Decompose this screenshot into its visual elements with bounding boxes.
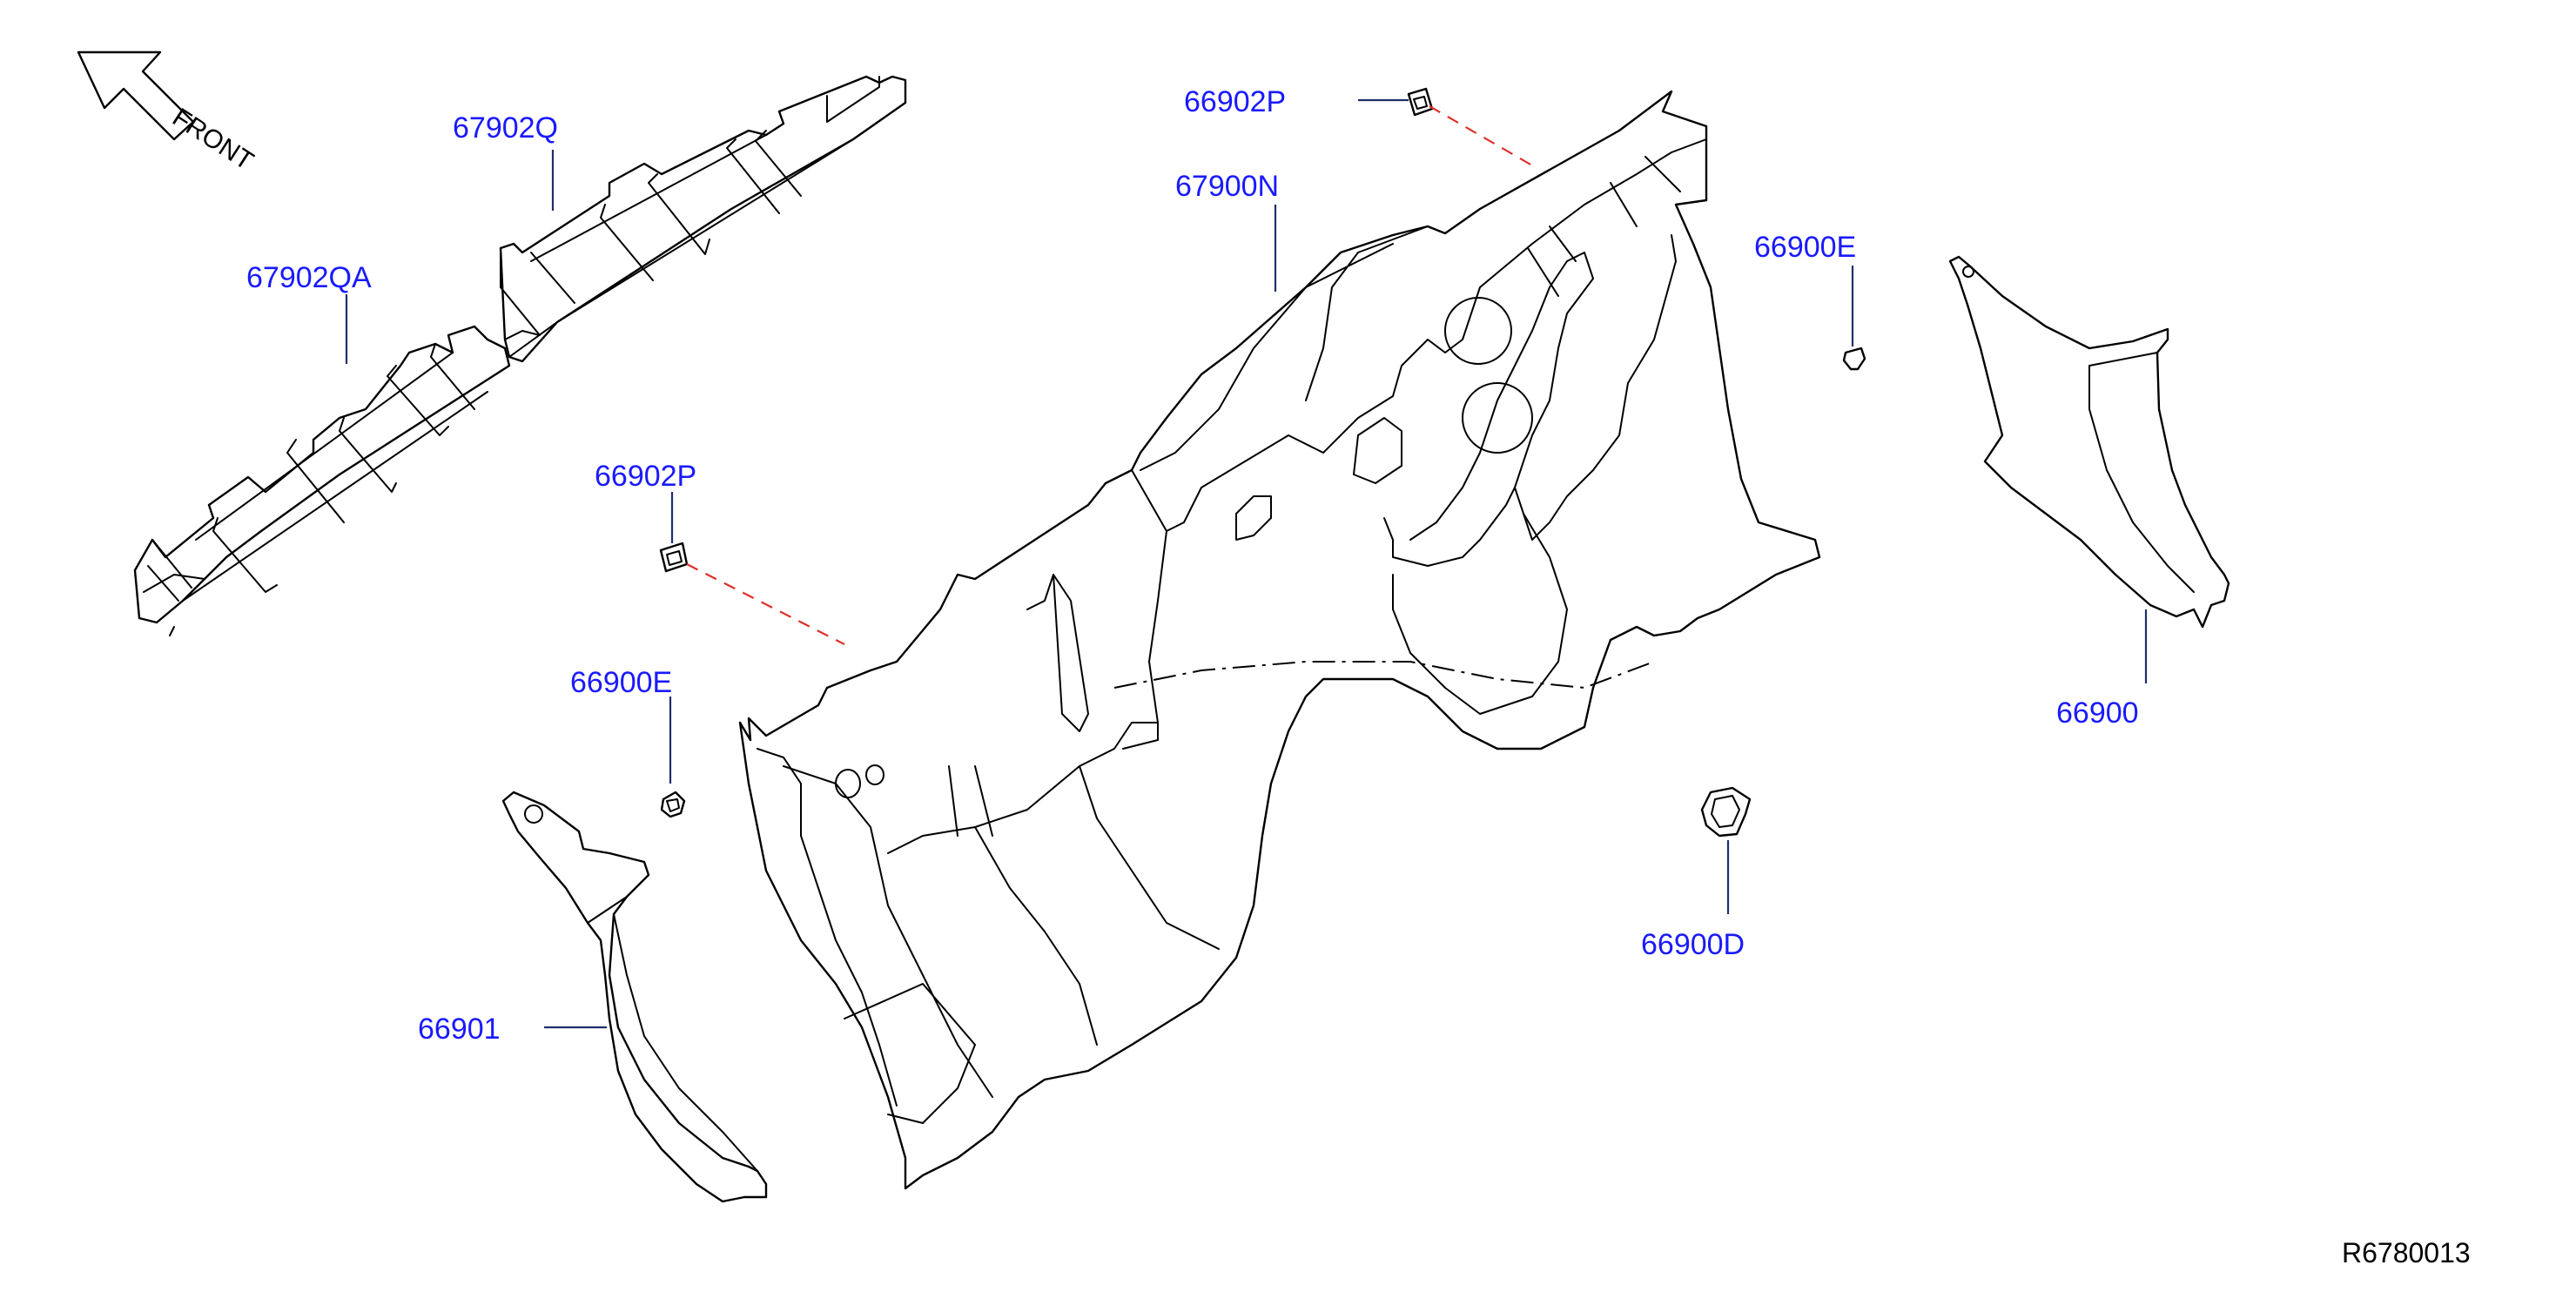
clip-66902p-left[interactable] [659,542,689,573]
clip-66902p-top[interactable] [1407,87,1434,117]
insulator-67902q [499,75,907,363]
label-66902p-top[interactable]: 66902P [1184,85,1286,118]
label-67902q[interactable]: 67902Q [453,111,558,145]
label-66900e-right[interactable]: 66900E [1754,231,1856,264]
assembly-line-left [686,563,845,645]
front-label: FRONT [167,103,259,176]
label-66900d[interactable]: 66900D [1641,928,1745,961]
trim-66901 [501,791,768,1203]
label-66900e-left[interactable]: 66900E [570,666,672,699]
front-arrow-icon [77,50,195,141]
label-66901[interactable]: 66901 [418,1013,501,1046]
dash-insulator-67900n [738,90,1821,1190]
grommet-66900e-right[interactable] [1842,347,1866,371]
label-67902qa[interactable]: 67902QA [246,261,372,294]
insulator-67902qa [133,325,511,636]
grommet-66900e-left[interactable] [660,791,686,818]
assembly-line-top [1429,105,1533,166]
label-66900[interactable]: 66900 [2056,696,2139,730]
label-67900n[interactable]: 67900N [1175,170,1279,203]
clip-66900d[interactable] [1700,786,1752,838]
trim-66900 [1948,255,2230,629]
diagram-reference-code: R6780013 [2342,1237,2471,1268]
label-66902p-left[interactable]: 66902P [595,460,696,493]
